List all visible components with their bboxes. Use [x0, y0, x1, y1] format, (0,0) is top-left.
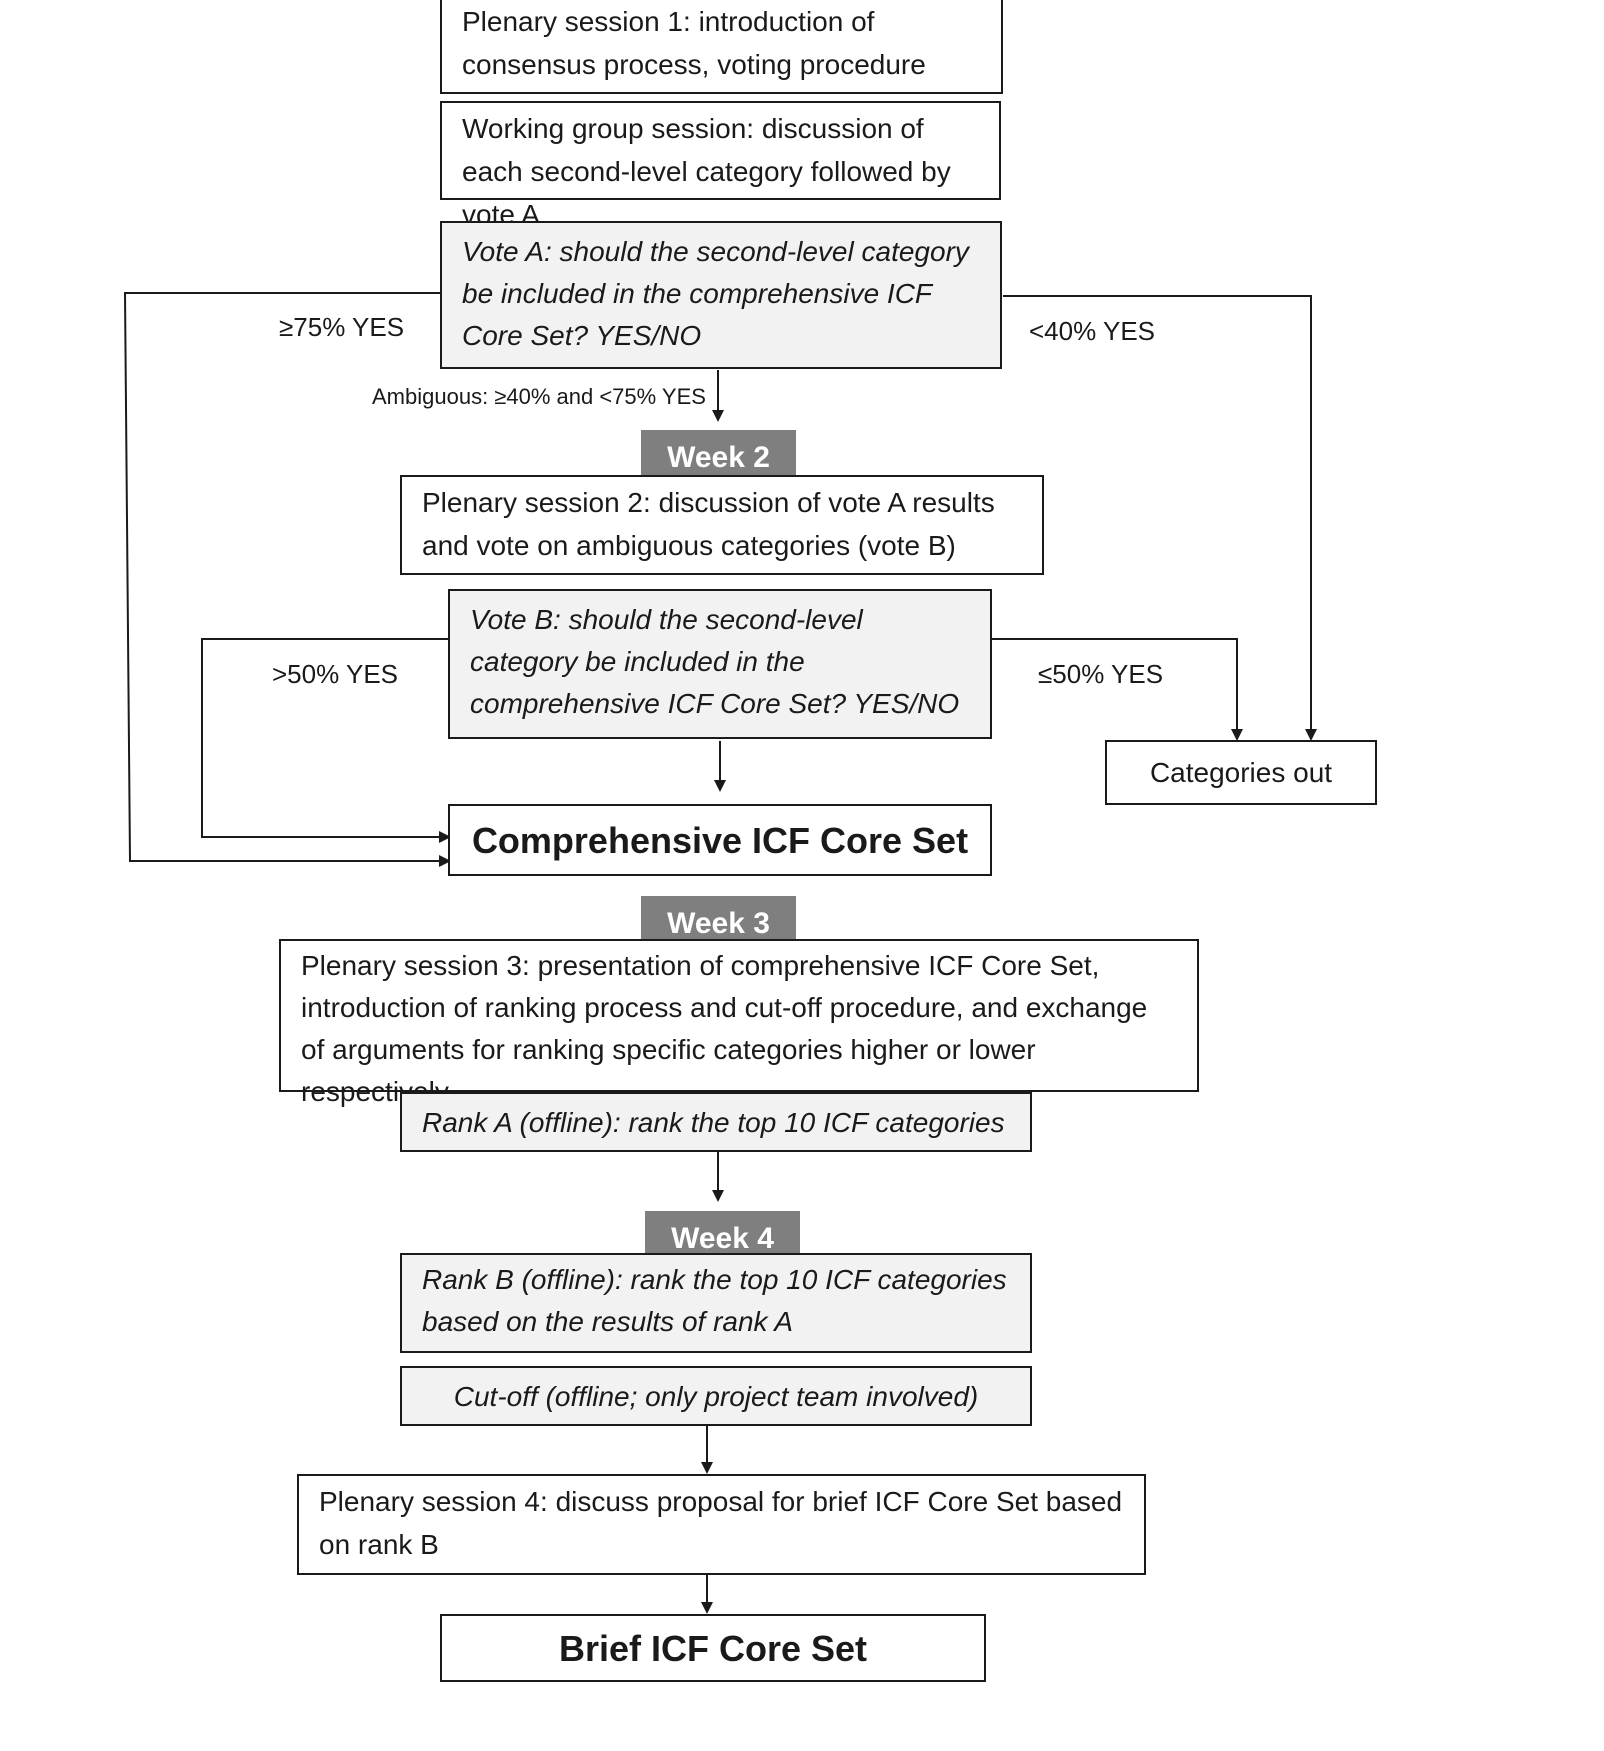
- rank-b-text: Rank B (offline): rank the top 10 ICF ca…: [422, 1264, 1007, 1337]
- vote-b-no-label: ≤50% YES: [1038, 659, 1164, 689]
- working-group-box: Working group session: discussion of eac…: [440, 101, 1001, 230]
- comprehensive-icf-core-set-box: Comprehensive ICF Core Set: [448, 804, 992, 876]
- rank-a-text: Rank A (offline): rank the top 10 ICF ca…: [422, 1106, 1005, 1138]
- arrow-vote-a-no: [1003, 295, 1317, 741]
- plenary-session-4-box: Plenary session 4: discuss proposal for …: [297, 1474, 1146, 1575]
- ambiguous-label: Ambiguous: ≥40% and <75% YES: [372, 384, 706, 409]
- arrow-vote-b-yes: [201, 638, 451, 843]
- vote-b-text: Vote B: should the second-level category…: [470, 604, 960, 719]
- vote-a-yes-label: ≥75% YES: [279, 312, 405, 342]
- cutoff-box: Cut-off (offline; only project team invo…: [400, 1366, 1032, 1426]
- brief-icf-core-set-box: Brief ICF Core Set: [440, 1614, 986, 1682]
- plenary-session-3-box: Plenary session 3: presentation of compr…: [279, 939, 1199, 1107]
- arrow-vote-b-no: [991, 638, 1243, 741]
- arrow-vote-a-yes: [123, 292, 451, 867]
- plenary-session-2-text: Plenary session 2: discussion of vote A …: [422, 487, 995, 561]
- plenary-session-1-text: Plenary session 1: introduction of conse…: [462, 6, 926, 80]
- vote-a-text: Vote A: should the second-level category…: [462, 236, 969, 351]
- cutoff-text: Cut-off (offline; only project team invo…: [453, 1380, 979, 1412]
- vote-b-yes-label: >50% YES: [272, 659, 399, 689]
- plenary-session-4-text: Plenary session 4: discuss proposal for …: [319, 1486, 1123, 1560]
- categories-out-box: Categories out: [1105, 740, 1377, 805]
- plenary-session-2-box: Plenary session 2: discussion of vote A …: [400, 475, 1044, 575]
- working-group-text: Working group session: discussion of eac…: [462, 113, 951, 230]
- brief-icf-core-set-text: Brief ICF Core Set: [558, 1627, 868, 1669]
- vote-a-box: Vote A: should the second-level category…: [440, 221, 1002, 369]
- comprehensive-icf-core-set-text: Comprehensive ICF Core Set: [471, 819, 969, 861]
- rank-b-box: Rank B (offline): rank the top 10 ICF ca…: [400, 1253, 1032, 1353]
- categories-out-text: Categories out: [1149, 757, 1333, 788]
- vote-a-no-label: <40% YES: [1029, 316, 1156, 346]
- rank-a-box: Rank A (offline): rank the top 10 ICF ca…: [400, 1092, 1032, 1152]
- plenary-session-1-box: Plenary session 1: introduction of conse…: [440, 0, 1003, 94]
- plenary-session-3-text: Plenary session 3: presentation of compr…: [301, 950, 1148, 1107]
- vote-b-box: Vote B: should the second-level category…: [448, 589, 992, 739]
